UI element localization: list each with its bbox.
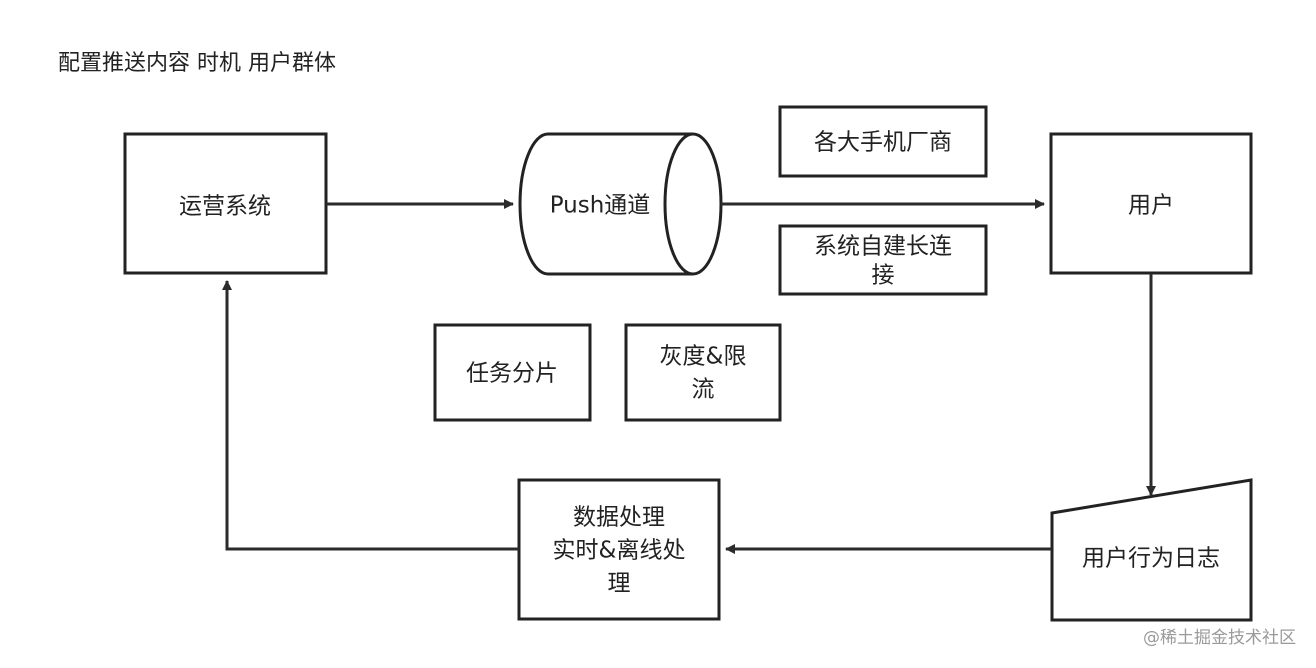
- node-push-channel: Push通道: [518, 132, 723, 276]
- node-gray-line1: 灰度&限: [660, 344, 747, 370]
- node-proc-line3: 理: [608, 571, 631, 597]
- node-push-label: Push通道: [550, 193, 651, 219]
- node-user: 用户: [1049, 132, 1253, 275]
- node-gray-box: [624, 323, 782, 422]
- diagram-title: 配置推送内容 时机 用户群体: [58, 51, 336, 76]
- node-user-box: [1049, 132, 1253, 275]
- node-proc-line2: 实时&离线处: [553, 538, 686, 564]
- node-gray-limit: 灰度&限 流: [624, 323, 782, 422]
- edge-proc-to-ops: [222, 280, 519, 551]
- node-selfconn-box: [778, 224, 988, 296]
- node-shard-box: [433, 323, 592, 422]
- watermark-text: @稀土掘金技术社区: [1143, 628, 1296, 648]
- node-vendor-label: 各大手机厂商: [814, 130, 952, 156]
- node-ops-box: [123, 132, 328, 275]
- node-proc-line1: 数据处理: [573, 505, 665, 531]
- node-vendor: 各大手机厂商: [778, 105, 988, 178]
- node-ops-label: 运营系统: [179, 194, 271, 220]
- node-user-behavior-log: 用户行为日志: [1050, 478, 1253, 622]
- node-user-label: 用户: [1128, 193, 1174, 219]
- node-self-connection: 系统自建长连 接: [778, 224, 988, 296]
- node-task-shard: 任务分片: [433, 323, 592, 422]
- cylinder-cap: [663, 132, 694, 276]
- node-ops-system: 运营系统: [123, 132, 328, 275]
- node-log-shape: [1050, 478, 1253, 622]
- node-proc-box: [517, 478, 721, 621]
- node-log-label: 用户行为日志: [1082, 546, 1220, 572]
- node-vendor-box: [778, 105, 988, 178]
- node-selfconn-line2: 接: [872, 263, 895, 289]
- node-data-processing: 数据处理 实时&离线处 理: [517, 478, 721, 621]
- node-selfconn-line1: 系统自建长连: [814, 234, 952, 260]
- node-shard-label: 任务分片: [466, 361, 558, 387]
- edges: [222, 199, 1156, 554]
- node-gray-line2: 流: [692, 377, 715, 403]
